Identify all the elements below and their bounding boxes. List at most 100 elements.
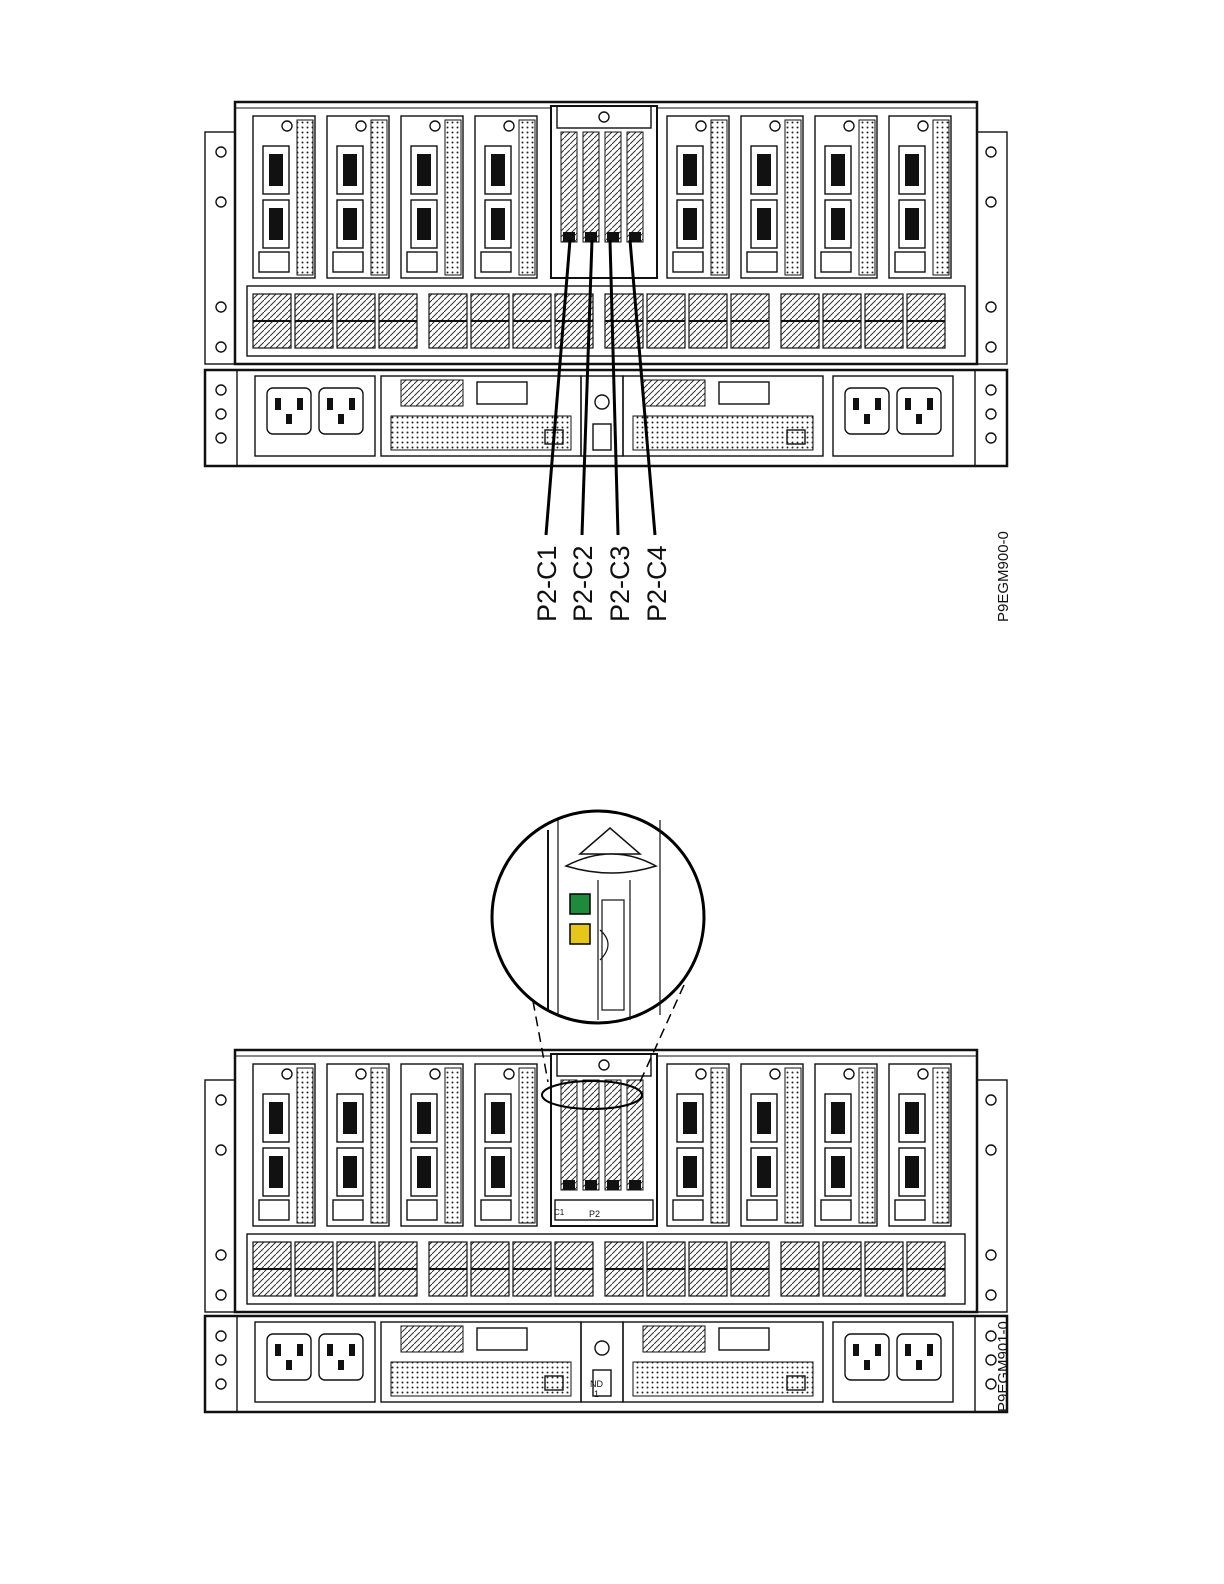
figure-1-id: P9EGM900-0: [995, 531, 1012, 622]
pcie-slot-vent: [711, 1068, 727, 1223]
pcie-port-bottom-core: [417, 208, 431, 240]
pcie-port-bottom-core: [831, 1156, 845, 1188]
pcie-port-top-core: [269, 154, 283, 186]
pcie-slot-vent: [519, 120, 535, 275]
pcie-port-top-core: [757, 1102, 771, 1134]
nd-number-label: 1: [594, 1389, 599, 1399]
callout-p2-c2: P2-C2: [568, 545, 598, 622]
pcie-slot-vent: [711, 120, 727, 275]
power-pin: [349, 398, 355, 410]
power-pin: [327, 398, 333, 410]
figure-1-system-rear-view: [205, 102, 1007, 466]
rack-ear-hole: [986, 1145, 996, 1155]
pcie-port-bottom-core: [417, 1156, 431, 1188]
power-pin: [853, 1344, 859, 1356]
callout-p2-c4: P2-C4: [642, 545, 672, 622]
power-pin: [864, 1360, 870, 1370]
usb-block: [643, 1326, 705, 1352]
amber-led-icon: [570, 924, 590, 944]
right-rack-ear: [975, 1080, 1007, 1312]
pcie-port-bottom-core: [343, 1156, 357, 1188]
pcie-port-top-core: [831, 1102, 845, 1134]
power-pin: [875, 398, 881, 410]
power-pin: [338, 414, 344, 424]
pcie-slot-vent: [785, 120, 801, 275]
rack-ear-hole: [216, 342, 226, 352]
figure-2-id: P9EGM901-0: [995, 1321, 1012, 1412]
rack-ear-hole: [986, 302, 996, 312]
pcie-slot-vent: [859, 120, 875, 275]
nd-label: ND: [590, 1379, 603, 1389]
pcie-port-bottom-core: [343, 208, 357, 240]
power-pin: [297, 398, 303, 410]
pcie-port-top-core: [757, 154, 771, 186]
pcie-slot-vent: [445, 120, 461, 275]
pcie-slot-vent: [445, 1068, 461, 1223]
pcie-port-top-core: [417, 1102, 431, 1134]
pcie-slot-vent: [371, 1068, 387, 1223]
pcie-slot-vent: [297, 120, 313, 275]
rack-ear-hole: [986, 1290, 996, 1300]
pcie-port-bottom-core: [683, 1156, 697, 1188]
rack-ear-hole: [986, 197, 996, 207]
c1-label: C1: [554, 1208, 565, 1217]
right-rack-ear: [975, 132, 1007, 364]
pcie-port-top-core: [905, 154, 919, 186]
power-pin: [927, 1344, 933, 1356]
pcie-port-top-core: [491, 154, 505, 186]
pcie-port-top-core: [269, 1102, 283, 1134]
service-card-slot: [561, 1080, 577, 1190]
rack-ear-hole: [216, 1290, 226, 1300]
power-pin: [864, 414, 870, 424]
power-pin: [875, 1344, 881, 1356]
pcie-port-top-core: [831, 154, 845, 186]
callout-p2-c3: P2-C3: [605, 545, 635, 622]
controller-vent: [391, 416, 571, 450]
service-card-slot: [605, 1080, 621, 1190]
left-rack-ear: [205, 132, 237, 364]
controller-vent: [633, 1362, 813, 1396]
service-card-latch: [607, 1180, 619, 1190]
pcie-port-bottom-core: [757, 1156, 771, 1188]
pcie-port-top-core: [343, 154, 357, 186]
rack-ear-hole: [216, 147, 226, 157]
pcie-port-top-core: [905, 1102, 919, 1134]
power-pin: [349, 1344, 355, 1356]
power-pin: [297, 1344, 303, 1356]
pcie-slot-vent: [785, 1068, 801, 1223]
power-pin: [327, 1344, 333, 1356]
figure-2-system-rear-view: [205, 1050, 1007, 1412]
usb-block: [401, 380, 463, 406]
rack-ear-hole: [216, 197, 226, 207]
service-card-slot: [627, 1080, 643, 1190]
controller-vent: [391, 1362, 571, 1396]
pcie-port-bottom-core: [683, 208, 697, 240]
power-pin: [275, 398, 281, 410]
rack-ear-hole: [216, 1145, 226, 1155]
pcie-port-bottom-core: [491, 1156, 505, 1188]
rack-ear-hole: [986, 342, 996, 352]
power-pin: [286, 414, 292, 424]
green-led-icon: [570, 894, 590, 914]
p2-label: P2: [589, 1209, 600, 1219]
controller-vent: [633, 416, 813, 450]
power-pin: [286, 1360, 292, 1370]
usb-block: [643, 380, 705, 406]
rack-ear-hole: [216, 1250, 226, 1260]
pcie-port-top-core: [343, 1102, 357, 1134]
pcie-slot-vent: [519, 1068, 535, 1223]
pcie-port-bottom-core: [831, 208, 845, 240]
left-rack-ear: [205, 1080, 237, 1312]
service-card-slot: [561, 132, 577, 242]
service-card-slot: [605, 132, 621, 242]
pcie-slot-vent: [371, 120, 387, 275]
pcie-slot-vent: [859, 1068, 875, 1223]
power-pin: [853, 398, 859, 410]
psu-row-frame: [205, 370, 1007, 466]
power-pin: [916, 1360, 922, 1370]
pcie-port-top-core: [417, 154, 431, 186]
service-card-slot: [583, 1080, 599, 1190]
pcie-port-top-core: [683, 154, 697, 186]
usb-block: [401, 1326, 463, 1352]
